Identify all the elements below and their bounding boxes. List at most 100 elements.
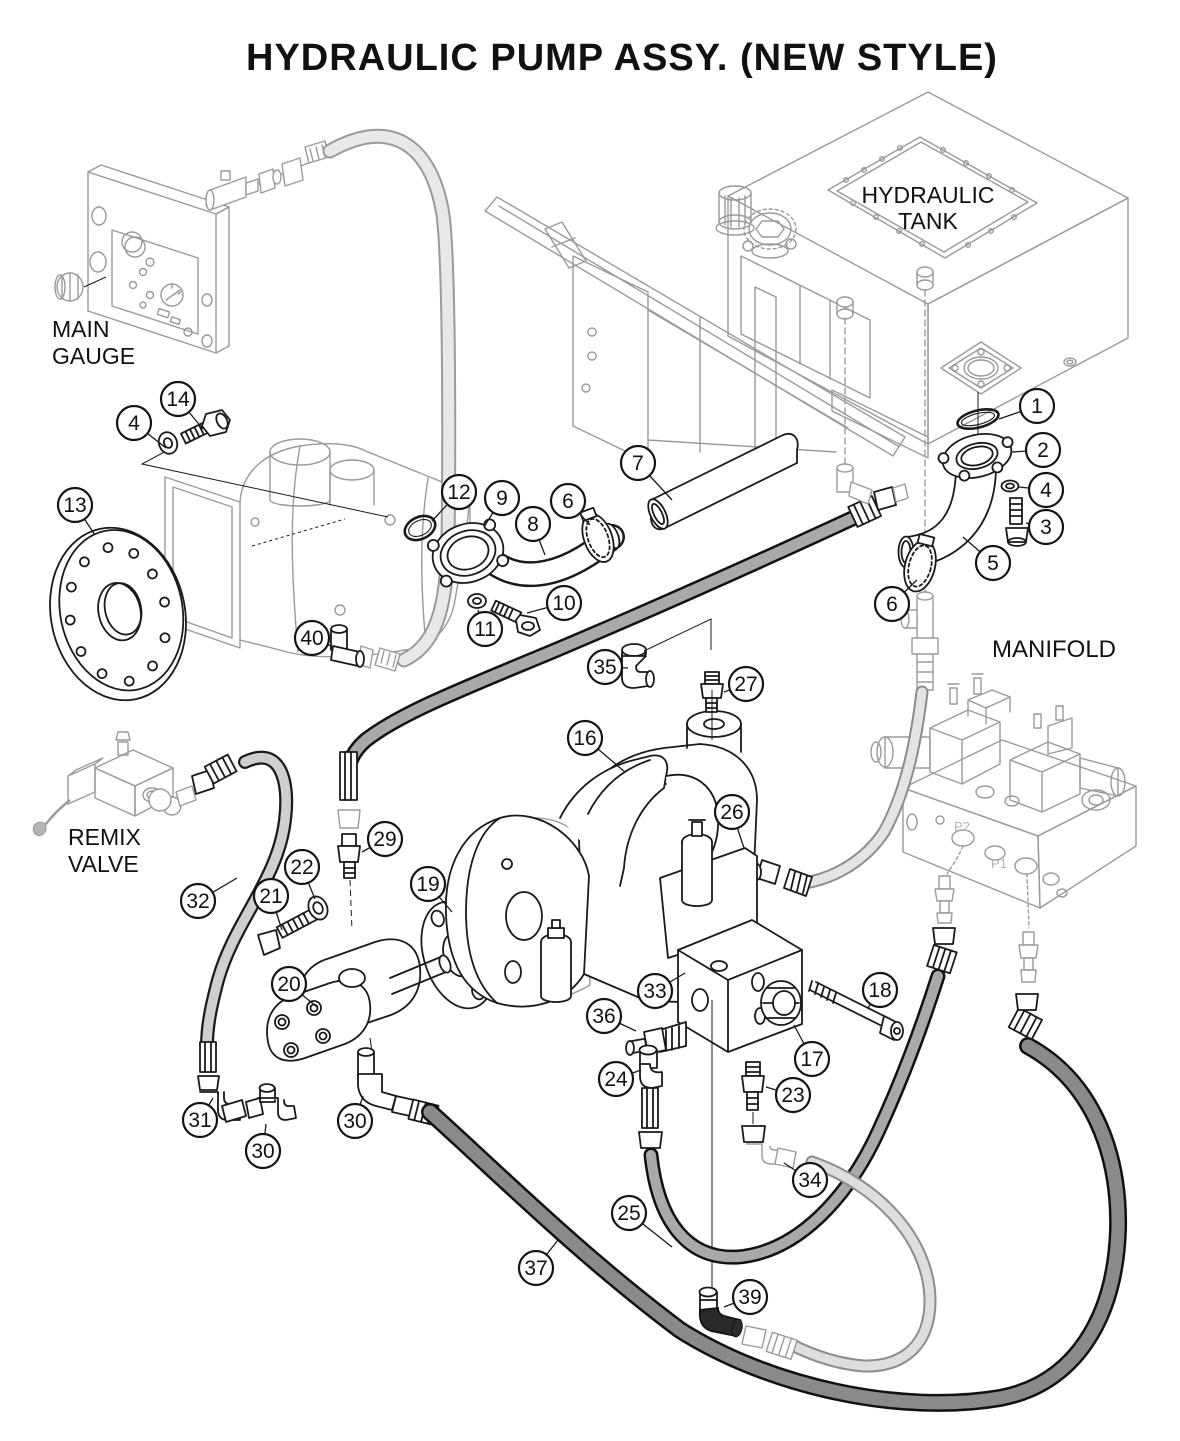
- callout-circle: [974, 544, 1012, 582]
- tank-valve: [742, 208, 797, 259]
- callout-10: 10: [526, 584, 583, 622]
- callout-number: 4: [128, 412, 140, 435]
- callout-circle: [1018, 387, 1056, 425]
- elbow-assembly: [897, 408, 1029, 691]
- callout-circle: [566, 719, 604, 757]
- callout-8: 8: [514, 505, 552, 556]
- callout-number: 20: [277, 973, 300, 996]
- callout-number: 30: [251, 1140, 274, 1163]
- callout-31: 31: [181, 1097, 219, 1139]
- callout-circle: [861, 971, 899, 1009]
- callout-circle: [366, 820, 404, 858]
- callout-32: 32: [179, 877, 238, 920]
- callout-26: 26: [713, 793, 751, 849]
- callout-circle: [545, 584, 583, 622]
- bolt-14: [180, 409, 231, 445]
- adapter-p2: [934, 875, 955, 924]
- callout-circle: [1027, 471, 1065, 509]
- callout-circle: [791, 1161, 829, 1199]
- callout-number: 2: [1037, 439, 1049, 462]
- callout-circle: [713, 793, 751, 831]
- elbow-39: [698, 1286, 743, 1338]
- callout-number: 35: [593, 656, 616, 679]
- callout-circle: [283, 848, 321, 886]
- callout-40: 40: [293, 619, 332, 657]
- callout-39: 39: [723, 1278, 769, 1316]
- callout-circle: [115, 404, 153, 442]
- callout-number: 19: [416, 873, 439, 896]
- callout-circle: [873, 585, 911, 623]
- elbow-30a: [257, 1083, 297, 1121]
- label-hydraulic-tank-1: HYDRAULIC: [862, 182, 995, 208]
- callout-circle: [409, 865, 447, 903]
- callout-circle: [1024, 431, 1062, 469]
- callout-circle: [179, 882, 217, 920]
- manifold-drawing: [870, 673, 1137, 983]
- callout-number: 4: [1040, 479, 1052, 502]
- callout-4: 4: [1018, 471, 1065, 509]
- callout-circle: [517, 1249, 555, 1287]
- callout-circle: [56, 486, 94, 524]
- callout-circle: [619, 444, 657, 482]
- hose-34-light: [698, 1155, 937, 1373]
- label-remix-valve-2: VALVE: [68, 851, 139, 877]
- callout-14: 14: [159, 380, 204, 430]
- callout-number: 7: [632, 452, 644, 475]
- callout-25: 25: [610, 1194, 673, 1248]
- plate-screws: [843, 144, 1018, 248]
- callout-30: 30: [244, 1123, 282, 1170]
- callout-number: 14: [166, 388, 190, 411]
- hose-clamp-6a: [579, 506, 615, 563]
- callout-6: 6: [549, 482, 591, 526]
- callout-number: 13: [63, 494, 86, 517]
- callout-30: 30: [336, 1095, 374, 1140]
- callout-number: 31: [188, 1109, 211, 1132]
- callout-circle: [586, 648, 624, 686]
- flange-2: [937, 433, 1014, 482]
- callout-36: 36: [585, 997, 637, 1035]
- callout-circle: [793, 1040, 831, 1078]
- callout-number: 26: [720, 801, 743, 824]
- callout-12: 12: [431, 473, 478, 522]
- gauge-fitting-chain: [205, 140, 333, 211]
- callout-number: 21: [259, 885, 282, 908]
- washer-4-left: [157, 431, 179, 455]
- callout-circle: [466, 610, 504, 648]
- callout-number: 32: [186, 890, 209, 913]
- callout-number: 1: [1031, 395, 1043, 418]
- callout-circle: [270, 965, 308, 1003]
- callout-16: 16: [566, 719, 626, 773]
- elbow-24: [638, 1044, 663, 1149]
- washer-11: [467, 593, 487, 609]
- elbow-35: [621, 618, 712, 689]
- callout-number: 25: [617, 1202, 640, 1225]
- callout-circle: [181, 1101, 219, 1139]
- callout-3: 3: [1025, 508, 1065, 546]
- remix-valve-drawing: [32, 731, 238, 837]
- callout-6: 6: [873, 579, 918, 623]
- callout-circle: [610, 1194, 648, 1232]
- o-ring-12: [403, 514, 437, 542]
- callout-number: 29: [373, 828, 396, 851]
- callout-number: 39: [738, 1286, 761, 1309]
- remix-t-fitting: [148, 785, 197, 816]
- label-port-p1: P1: [991, 856, 1007, 871]
- adapter-p1: [1018, 931, 1039, 983]
- callout-17: 17: [793, 1024, 831, 1078]
- callout-number: 36: [592, 1005, 615, 1028]
- callout-circle: [774, 1076, 812, 1114]
- label-main-gauge-2: GAUGE: [52, 343, 135, 369]
- callout-number: 11: [474, 618, 496, 641]
- callout-number: 3: [1040, 516, 1052, 539]
- callout-number: 12: [447, 481, 470, 504]
- label-remix-valve-1: REMIX: [68, 824, 141, 850]
- callout-circle: [440, 473, 478, 511]
- tank-return-chain: [900, 591, 939, 691]
- label-port-p2: P2: [954, 819, 970, 834]
- callout-number: 17: [800, 1048, 823, 1071]
- filler-cap: [715, 185, 755, 236]
- callout-number: 34: [798, 1169, 822, 1192]
- callout-11: 11: [466, 609, 504, 648]
- callout-35: 35: [586, 648, 629, 686]
